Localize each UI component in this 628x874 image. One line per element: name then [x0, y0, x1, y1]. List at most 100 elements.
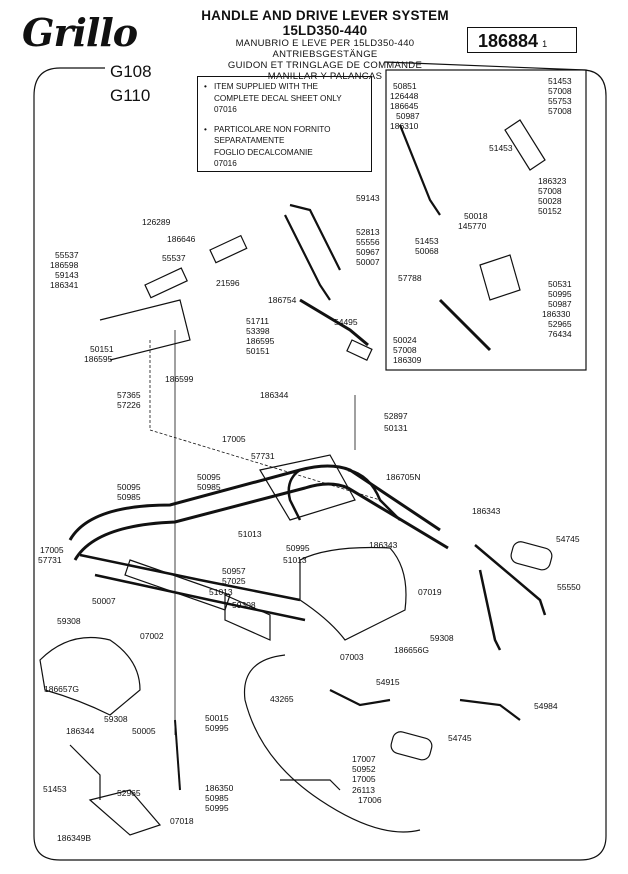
callout-label: 186343 [369, 540, 398, 550]
callout-label: 76434 [548, 329, 572, 339]
callout-label: 50851 [393, 81, 417, 91]
note-item: • ITEM SUPPLIED WITH THE COMPLETE DECAL … [204, 81, 365, 116]
callout-label: 07003 [340, 652, 364, 662]
callout-label: 17006 [358, 795, 382, 805]
subtitle-de: ANTRIEBSGESTÄNGE [272, 49, 378, 60]
callout-label: 50015 [205, 713, 229, 723]
callout-label: 17005 [352, 774, 376, 784]
callout-label: 50007 [92, 596, 116, 606]
callout-label: 186598 [50, 260, 79, 270]
callout-label: 57008 [548, 106, 572, 116]
callout-label: 51453 [415, 236, 439, 246]
callout-label: 21596 [216, 278, 240, 288]
subtitle-it: MANUBRIO E LEVE PER 15LD350-440 [235, 38, 415, 49]
callout-label: 50967 [356, 247, 380, 257]
model-list: G108 G110 [110, 60, 152, 108]
callout-label: 50005 [132, 726, 156, 736]
note-line: FOGLIO DECALCOMANIE [214, 147, 313, 157]
callout-label: 55550 [557, 582, 581, 592]
callout-label: 59308 [430, 633, 454, 643]
callout-label: 07019 [418, 587, 442, 597]
callout-label: 57788 [398, 273, 422, 283]
callout-label: 07002 [140, 631, 164, 641]
callout-label: 186309 [393, 355, 422, 365]
callout-label: 186349B [57, 833, 92, 843]
callout-label: 186595 [246, 336, 275, 346]
callout-label: 50995 [205, 723, 229, 733]
callout-label: 51013 [238, 529, 262, 539]
callout-label: 17007 [352, 754, 376, 764]
note-item: • PARTICOLARE NON FORNITO SEPARATAMENTE … [204, 124, 365, 170]
callout-label: 52965 [117, 788, 141, 798]
model-label: G110 [110, 86, 151, 105]
callout-label: 50985 [205, 793, 229, 803]
callout-label: 52897 [384, 411, 408, 421]
callout-label: 54495 [334, 317, 358, 327]
callout-label: 51013 [283, 555, 307, 565]
callout-label: 186350 [205, 783, 234, 793]
callout-label: 57731 [251, 451, 275, 461]
callout-label: 53398 [246, 326, 270, 336]
callout-label: 50028 [538, 196, 562, 206]
callout-label: 50531 [548, 279, 572, 289]
callout-label: 50151 [246, 346, 270, 356]
callout-label: 59308 [232, 600, 256, 610]
callout-label: 59143 [55, 270, 79, 280]
callout-label: 186657G [44, 684, 79, 694]
callout-label: 186645 [390, 101, 419, 111]
callout-label: 186323 [538, 176, 567, 186]
note-line: COMPLETE DECAL SHEET ONLY [214, 93, 342, 103]
callout-label: 17005 [222, 434, 246, 444]
callout-label: 55753 [548, 96, 572, 106]
callout-label: 54984 [534, 701, 558, 711]
callout-label: 186656G [394, 645, 429, 655]
callout-label: 186754 [268, 295, 297, 305]
callout-label: 50985 [197, 482, 221, 492]
callout-label: 50068 [415, 246, 439, 256]
note-line: 07016 [214, 159, 237, 168]
callout-label: 50987 [548, 299, 572, 309]
callout-label: 59143 [356, 193, 380, 203]
callout-label: 59308 [104, 714, 128, 724]
callout-label: 57008 [548, 86, 572, 96]
callout-label: 50151 [90, 344, 114, 354]
callout-label: 57025 [222, 576, 246, 586]
model-label: G108 [110, 62, 152, 81]
callout-label: 50152 [538, 206, 562, 216]
brand-logo: Grillo [22, 10, 138, 55]
note-bullet: • [204, 124, 207, 134]
callout-label: 186310 [390, 121, 419, 131]
callout-label: 50985 [117, 492, 141, 502]
callout-label: 50987 [396, 111, 420, 121]
callout-label: 51711 [246, 316, 270, 326]
callout-label: 54915 [376, 677, 400, 687]
callout-label: 57008 [393, 345, 417, 355]
callout-label: 50131 [384, 423, 408, 433]
part-number: 186884 [478, 31, 539, 51]
callout-label: 51453 [548, 76, 572, 86]
callout-label: 50995 [548, 289, 572, 299]
callout-label: 186344 [260, 390, 289, 400]
note-line: 07016 [214, 105, 237, 114]
callout-label: 145770 [458, 221, 487, 231]
callout-label: 54745 [556, 534, 580, 544]
callout-label: 50952 [352, 764, 376, 774]
callout-label: 50024 [393, 335, 417, 345]
callout-label: 186599 [165, 374, 194, 384]
callout-label: 51013 [209, 587, 233, 597]
decal-note-box: • ITEM SUPPLIED WITH THE COMPLETE DECAL … [197, 76, 372, 172]
note-bullet: • [204, 82, 207, 91]
callout-label: 55537 [55, 250, 79, 260]
callout-label: 50957 [222, 566, 246, 576]
callout-label: 50018 [464, 211, 488, 221]
callout-label: 186341 [50, 280, 79, 290]
callout-label: 50007 [356, 257, 380, 267]
callout-label: 51453 [43, 784, 67, 794]
callout-label: 07018 [170, 816, 194, 826]
callout-label: 54745 [448, 733, 472, 743]
callout-label: 50095 [117, 482, 141, 492]
callout-label: 126289 [142, 217, 171, 227]
callout-label: 57365 [117, 390, 141, 400]
callout-label: 50995 [205, 803, 229, 813]
